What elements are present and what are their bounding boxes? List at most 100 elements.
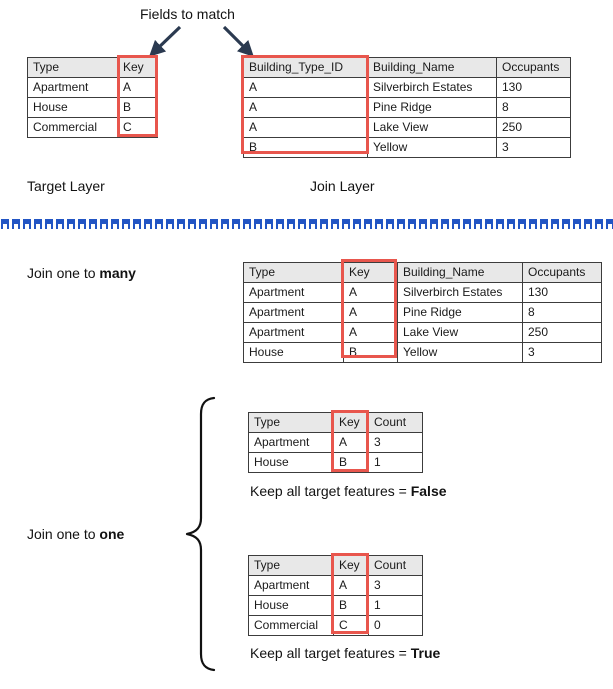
one-to-many-result-table: Type Key Building_Name Occupants Apartme… — [243, 262, 602, 363]
column-header-key: Key — [333, 555, 369, 576]
cell-building-type-id: A — [243, 77, 368, 98]
column-header-count: Count — [368, 555, 423, 576]
divider-dash — [507, 219, 515, 229]
one-to-one-true-table: Type Key Count Apartment A 3 House B 1 C… — [248, 555, 423, 636]
cell-building-type-id: A — [243, 117, 368, 138]
cell-type: Commercial — [27, 117, 118, 138]
divider-dash — [221, 219, 229, 229]
table-row: House B 1 — [248, 452, 423, 473]
column-header-key: Key — [343, 262, 398, 283]
table-header-row: Type Key Count — [248, 555, 423, 576]
cell-count: 3 — [368, 432, 423, 453]
divider-dash — [584, 219, 592, 229]
join-one-to-one-prefix: Join one to — [27, 526, 100, 542]
divider-dash — [441, 219, 449, 229]
table-header-row: Type Key Count — [248, 412, 423, 433]
divider-dash — [133, 219, 141, 229]
divider-dash — [386, 219, 394, 229]
table-row: House B 1 — [248, 595, 423, 616]
cell-building-name: Yellow — [397, 342, 523, 363]
cell-type: House — [243, 342, 344, 363]
divider-dash — [518, 219, 526, 229]
divider-dash — [573, 219, 581, 229]
divider-dash — [397, 219, 405, 229]
divider-dash — [408, 219, 416, 229]
cell-occupants: 3 — [522, 342, 602, 363]
cell-key: A — [333, 575, 369, 596]
table-row: Apartment A — [27, 77, 158, 98]
cell-count: 0 — [368, 615, 423, 636]
divider-dash — [474, 219, 482, 229]
cell-type: Apartment — [27, 77, 118, 98]
divider-dash — [144, 219, 152, 229]
cell-type: House — [27, 97, 118, 118]
divider-dash — [155, 219, 163, 229]
table-row: Commercial C — [27, 117, 158, 138]
divider-dash — [562, 219, 570, 229]
divider-dash — [540, 219, 548, 229]
cell-occupants: 130 — [522, 282, 602, 303]
cell-occupants: 8 — [522, 302, 602, 323]
divider-dash — [430, 219, 438, 229]
one-to-many-result-table-wrap: Type Key Building_Name Occupants Apartme… — [243, 262, 602, 363]
table-row: B Yellow 3 — [243, 137, 571, 158]
divider-dash — [23, 219, 31, 229]
cell-occupants: 250 — [496, 117, 571, 138]
divider-dash — [34, 219, 42, 229]
match-arrows-group — [148, 25, 254, 57]
divider-dash — [452, 219, 460, 229]
cell-type: Commercial — [248, 615, 334, 636]
cell-occupants: 3 — [496, 137, 571, 158]
table-row: Apartment A Pine Ridge 8 — [243, 302, 602, 323]
table-header-row: Building_Type_ID Building_Name Occupants — [243, 57, 571, 78]
column-header-type: Type — [248, 555, 334, 576]
divider-dash — [210, 219, 218, 229]
divider-dash — [595, 219, 603, 229]
one-to-one-false-table: Type Key Count Apartment A 3 House B 1 — [248, 412, 423, 473]
cell-type: Apartment — [248, 575, 334, 596]
cell-key: B — [343, 342, 398, 363]
divider-dash — [287, 219, 295, 229]
divider-dash — [463, 219, 471, 229]
table-header-row: Type Key — [27, 57, 158, 78]
column-header-building-name: Building_Name — [367, 57, 497, 78]
table-row: Apartment A Silverbirch Estates 130 — [243, 282, 602, 303]
join-one-to-many-prefix: Join one to — [27, 265, 100, 281]
cell-building-name: Pine Ridge — [397, 302, 523, 323]
blue-staple-divider-icon — [0, 219, 613, 230]
cell-key: A — [343, 322, 398, 343]
join-one-to-many-label: Join one to many — [27, 265, 136, 281]
cell-building-name: Pine Ridge — [367, 97, 497, 118]
cell-count: 3 — [368, 575, 423, 596]
cell-building-name: Yellow — [367, 137, 497, 158]
divider-dash — [331, 219, 339, 229]
column-header-building-name: Building_Name — [397, 262, 523, 283]
column-header-key: Key — [117, 57, 158, 78]
down-left-arrow-icon — [148, 25, 182, 57]
cell-key: A — [117, 77, 158, 98]
cell-building-name: Silverbirch Estates — [397, 282, 523, 303]
column-header-key: Key — [333, 412, 369, 433]
cell-key: B — [333, 452, 369, 473]
divider-dash — [342, 219, 350, 229]
down-right-arrow-icon — [222, 25, 254, 57]
cell-type: Apartment — [248, 432, 334, 453]
join-one-to-one-label: Join one to one — [27, 526, 124, 542]
divider-dash — [177, 219, 185, 229]
cell-key: B — [333, 595, 369, 616]
table-row: A Pine Ridge 8 — [243, 97, 571, 118]
cell-count: 1 — [368, 452, 423, 473]
table-row: House B — [27, 97, 158, 118]
target-layer-caption: Target Layer — [27, 178, 105, 194]
divider-dash — [89, 219, 97, 229]
cell-occupants: 250 — [522, 322, 602, 343]
table-header-row: Type Key Building_Name Occupants — [243, 262, 602, 283]
cell-occupants: 130 — [496, 77, 571, 98]
keep-all-true-value: True — [410, 645, 441, 661]
divider-dash — [100, 219, 108, 229]
divider-dash — [496, 219, 504, 229]
cell-key: C — [117, 117, 158, 138]
divider-dash — [485, 219, 493, 229]
divider-dash — [12, 219, 20, 229]
divider-dash — [188, 219, 196, 229]
